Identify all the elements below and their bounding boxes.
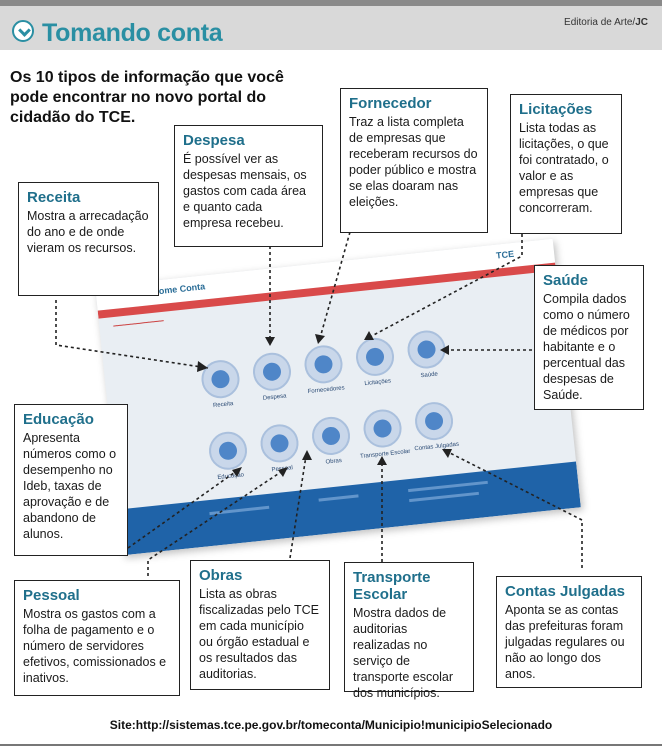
credit: Editoria de Arte/JC [564, 17, 648, 28]
box-text: Apresenta números como o desempenho no I… [23, 431, 117, 541]
box-title: Educação [23, 411, 94, 428]
box-text: Mostra dados de auditorias realizadas no… [353, 606, 454, 700]
box-text: Mostra os gastos com a folha de pagament… [23, 607, 167, 685]
intro-text: Os 10 tipos de informação que você pode … [10, 69, 284, 126]
box-title: Despesa [183, 132, 245, 149]
credit-prefix: Editoria de Arte/ [564, 17, 636, 28]
box-text: É possível ver as despesas mensais, os g… [183, 152, 307, 230]
box-text: Compila dados como o número de médicos p… [543, 292, 630, 402]
credit-source: JC [635, 17, 648, 28]
box-pessoal: Pessoal Mostra os gastos com a folha de … [14, 580, 180, 696]
box-saude: Saúde Compila dados como o número de méd… [534, 265, 644, 410]
page-title: Tomando conta [42, 19, 223, 47]
box-receita: Receita Mostra a arrecadação do ano e de… [18, 182, 159, 296]
box-title: Obras [199, 567, 243, 584]
top-rule [0, 0, 662, 6]
box-fornecedor: Fornecedor Traz a lista completa de empr… [340, 88, 488, 233]
site-url: Site:http://sistemas.tce.pe.gov.br/tomec… [109, 718, 553, 732]
box-title: Fornecedor [349, 95, 432, 112]
box-text: Mostra a arrecadação do ano e de onde vi… [27, 209, 149, 255]
box-obras: Obras Lista as obras fiscalizadas pelo T… [190, 560, 330, 690]
box-title: Licitações [519, 101, 593, 118]
box-text: Traz a lista completa de empresas que re… [349, 115, 478, 209]
box-title: Contas Julgadas [505, 583, 626, 600]
box-title: Pessoal [23, 587, 80, 604]
bottom-rule [0, 744, 662, 746]
box-title: Saúde [543, 272, 589, 289]
box-transporte: Transporte Escolar Mostra dados de audit… [344, 562, 474, 700]
box-title: Receita [27, 189, 81, 206]
box-licitacoes: Licitações Lista todas as licitações, o … [510, 94, 622, 234]
box-despesa: Despesa É possível ver as despesas mensa… [174, 125, 323, 247]
header-bar: Tomando conta Editoria de Arte/JC [0, 6, 662, 50]
box-title: Transporte Escolar [353, 569, 431, 603]
chevron-down-icon [12, 20, 34, 42]
box-text: Lista todas as licitações, o que foi con… [519, 121, 609, 215]
box-contas: Contas Julgadas Aponta se as contas das … [496, 576, 642, 688]
box-educacao: Educação Apresenta números como o desemp… [14, 404, 128, 556]
box-text: Aponta se as contas das prefeituras fora… [505, 603, 625, 681]
box-text: Lista as obras fiscalizadas pelo TCE em … [199, 587, 319, 681]
